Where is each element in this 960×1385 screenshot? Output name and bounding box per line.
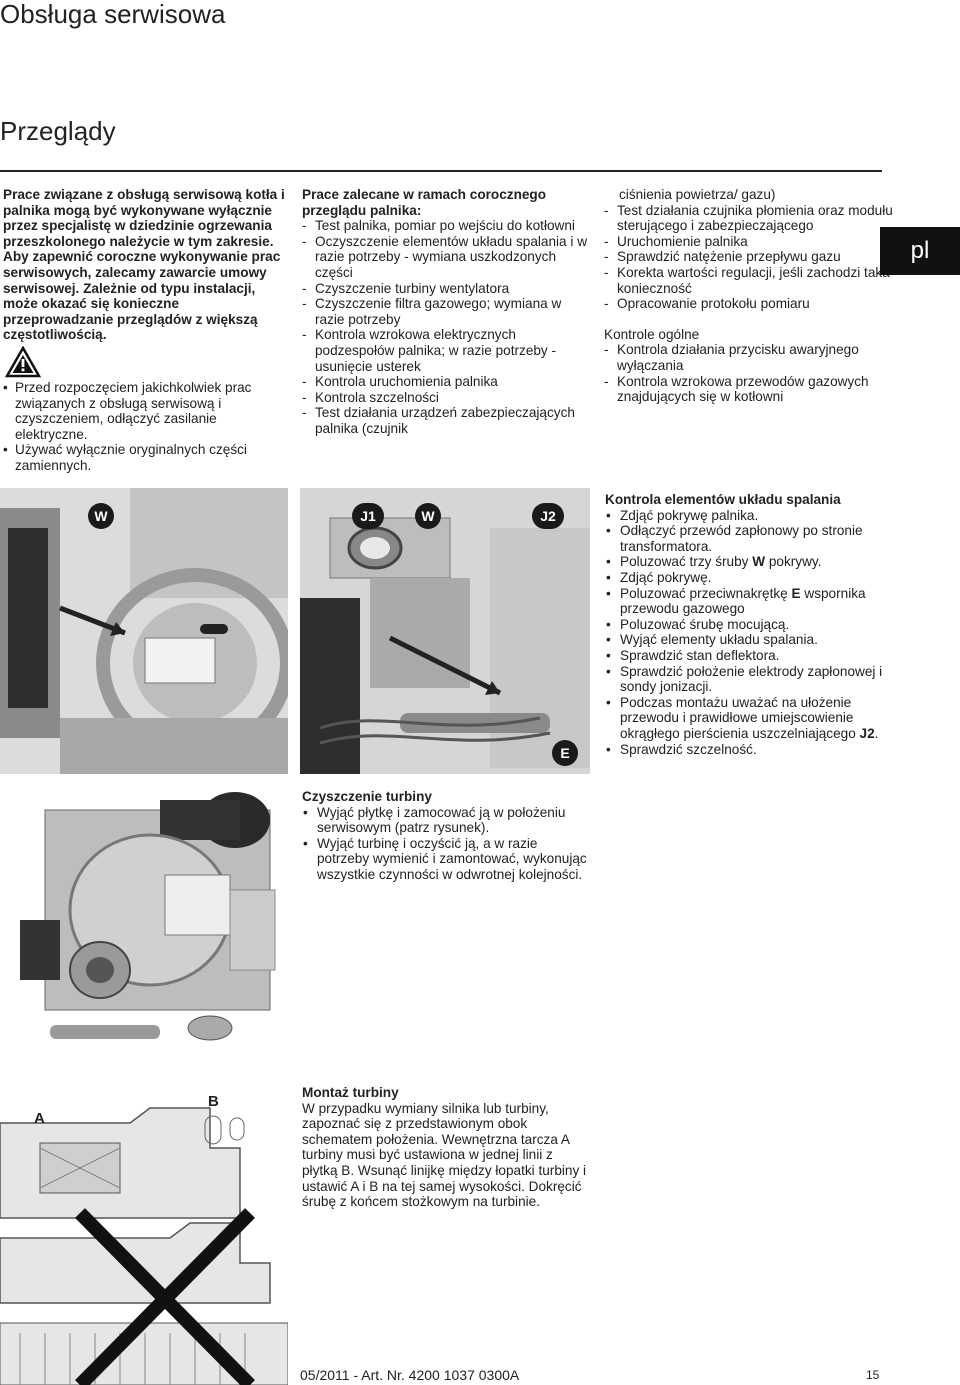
combustion-heading: Kontrola elementów układu spalania xyxy=(605,492,841,507)
list-item: Poluzować trzy śruby W pokrywy. xyxy=(605,554,895,570)
turbine-position-diagram xyxy=(0,1088,288,1385)
section-title: Przeglądy xyxy=(0,116,116,146)
list-item: Test działania urządzeń zabezpieczającyc… xyxy=(302,405,592,436)
figure-label-w: W xyxy=(88,503,114,529)
burner-cover-figure: W xyxy=(0,488,288,774)
list-item: Poluzować śrubę mocującą. xyxy=(605,617,895,633)
list-item: Kontrola uruchomienia palnika xyxy=(302,374,592,390)
annual-list-continued: Test działania czujnika płomienia oraz m… xyxy=(604,203,894,312)
list-item: Oczyszczenie elementów układu spalania i… xyxy=(302,234,592,281)
turbine-clean-list: Wyjąć płytkę i zamocować ją w położeniu … xyxy=(302,805,592,883)
language-badge: pl xyxy=(880,227,960,275)
list-item: Wyjąć turbinę i oczyścić ją, a w razie p… xyxy=(302,836,592,883)
figure-label-b: B xyxy=(208,1093,219,1110)
list-item: Kontrola wzrokowa przewodów gazowych zna… xyxy=(604,374,894,405)
list-item: Czyszczenie turbiny wentylatora xyxy=(302,281,592,297)
combustion-section: Kontrola elementów układu spalania Zdjąć… xyxy=(605,492,895,757)
footer-article-number: 05/2011 - Art. Nr. 4200 1037 0300A xyxy=(300,1367,520,1383)
list-item: Przed rozpoczęciem jakichkolwiek prac zw… xyxy=(3,380,287,442)
list-item: Czyszczenie filtra gazowego; wymiana w r… xyxy=(302,296,592,327)
intro-paragraph: Prace związane z obsługą serwisową kotła… xyxy=(3,187,285,343)
figure-label-j1: J1 xyxy=(352,503,384,529)
list-item: Test działania czujnika płomienia oraz m… xyxy=(604,203,894,234)
turbine-mount-text: W przypadku wymiany silnika lub turbiny,… xyxy=(302,1100,587,1210)
figure-label-w: W xyxy=(415,503,441,529)
combustion-list: Zdjąć pokrywę palnika. Odłączyć przewód … xyxy=(605,508,895,758)
turbine-figure xyxy=(0,780,288,1070)
combustion-assembly-illustration xyxy=(300,488,590,774)
turbine-clean-section: Czyszczenie turbiny Wyjąć płytkę i zamoc… xyxy=(302,789,592,883)
combustion-assembly-figure: J1 W J2 E xyxy=(300,488,590,774)
list-item: Sprawdzić położenie elektrody zapłonowej… xyxy=(605,664,895,695)
intro-column: Prace związane z obsługą serwisową kotła… xyxy=(3,187,287,474)
turbine-illustration xyxy=(0,780,288,1070)
warning-list: Przed rozpoczęciem jakichkolwiek prac zw… xyxy=(3,380,287,474)
turbine-clean-heading: Czyszczenie turbiny xyxy=(302,789,432,804)
section-rule xyxy=(0,170,882,172)
list-item: Sprawdzić stan deflektora. xyxy=(605,648,895,664)
list-item: Sprawdzić szczelność. xyxy=(605,742,895,758)
figure-label-e: E xyxy=(552,740,578,766)
list-item: Podczas montażu uważać na ułożenie przew… xyxy=(605,695,895,742)
page-number: 15 xyxy=(866,1368,880,1382)
warning-icon xyxy=(5,345,41,378)
general-list: Kontrola działania przycisku awaryjnego … xyxy=(604,342,894,404)
turbine-mount-heading: Montaż turbiny xyxy=(302,1085,399,1100)
list-item: Poluzować przeciwnakrętkę E wspornika pr… xyxy=(605,586,895,617)
list-item: Opracowanie protokołu pomiaru xyxy=(604,296,894,312)
annual-list: Test palnika, pomiar po wejściu do kotło… xyxy=(302,218,592,436)
header-title: Obsługa serwisowa xyxy=(0,0,226,29)
annual-continued-column: ciśnienia powietrza/ gazu) Test działani… xyxy=(604,187,894,405)
list-item: Uruchomienie palnika xyxy=(604,234,894,250)
annual-column: Prace zalecane w ramach corocznego przeg… xyxy=(302,187,592,437)
annual-continuation: ciśnienia powietrza/ gazu) xyxy=(619,187,776,202)
list-item: Korekta wartości regulacji, jeśli zachod… xyxy=(604,265,894,296)
list-item: Wyjąć płytkę i zamocować ją w położeniu … xyxy=(302,805,592,836)
general-heading: Kontrole ogólne xyxy=(604,326,700,342)
figure-label-j2: J2 xyxy=(532,503,564,529)
annual-heading: Prace zalecane w ramach corocznego przeg… xyxy=(302,187,547,218)
list-item: Sprawdzić natężenie przepływu gazu xyxy=(604,249,894,265)
list-item: Używać wyłącznie oryginalnych części zam… xyxy=(3,442,287,473)
turbine-mount-section: Montaż turbiny W przypadku wymiany silni… xyxy=(302,1085,592,1210)
turbine-position-figure: A B xyxy=(0,1088,288,1385)
list-item: Kontrola wzrokowa elektrycznych podzespo… xyxy=(302,327,592,374)
list-item: Odłączyć przewód zapłonowy po stronie tr… xyxy=(605,523,895,554)
list-item: Kontrola działania przycisku awaryjnego … xyxy=(604,342,894,373)
burner-cover-illustration xyxy=(0,488,288,774)
list-item: Zdjąć pokrywę. xyxy=(605,570,895,586)
list-item: Test palnika, pomiar po wejściu do kotło… xyxy=(302,218,592,234)
figure-label-a: A xyxy=(34,1110,45,1127)
list-item: Kontrola szczelności xyxy=(302,390,592,406)
list-item: Zdjąć pokrywę palnika. xyxy=(605,508,895,524)
list-item: Wyjąć elementy układu spalania. xyxy=(605,632,895,648)
